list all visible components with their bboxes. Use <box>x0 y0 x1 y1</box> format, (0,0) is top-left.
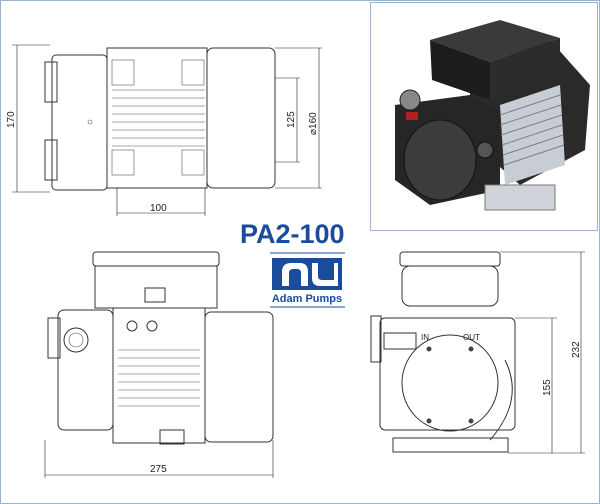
dim-height-170: 170 <box>6 111 17 128</box>
front-view: IN OUT 155 232 <box>370 251 585 454</box>
side-view: 275 <box>44 251 274 478</box>
dim-diameter-160: ⌀160 <box>308 112 319 135</box>
brand-name: Adam Pumps <box>272 293 342 305</box>
dim-155: 155 <box>542 379 553 396</box>
adam-pumps-logo: Adam Pumps <box>270 252 345 308</box>
model-title: PA2-100 <box>240 219 345 249</box>
dim-length-100: 100 <box>150 203 167 214</box>
pump-3d-render <box>395 20 590 211</box>
label-in: IN <box>421 333 429 342</box>
dim-125: 125 <box>286 111 297 128</box>
dim-232: 232 <box>571 341 582 358</box>
label-out: OUT <box>463 333 480 342</box>
dim-length-275: 275 <box>150 464 167 475</box>
top-view: 170 125 ⌀160 100 <box>6 44 322 216</box>
